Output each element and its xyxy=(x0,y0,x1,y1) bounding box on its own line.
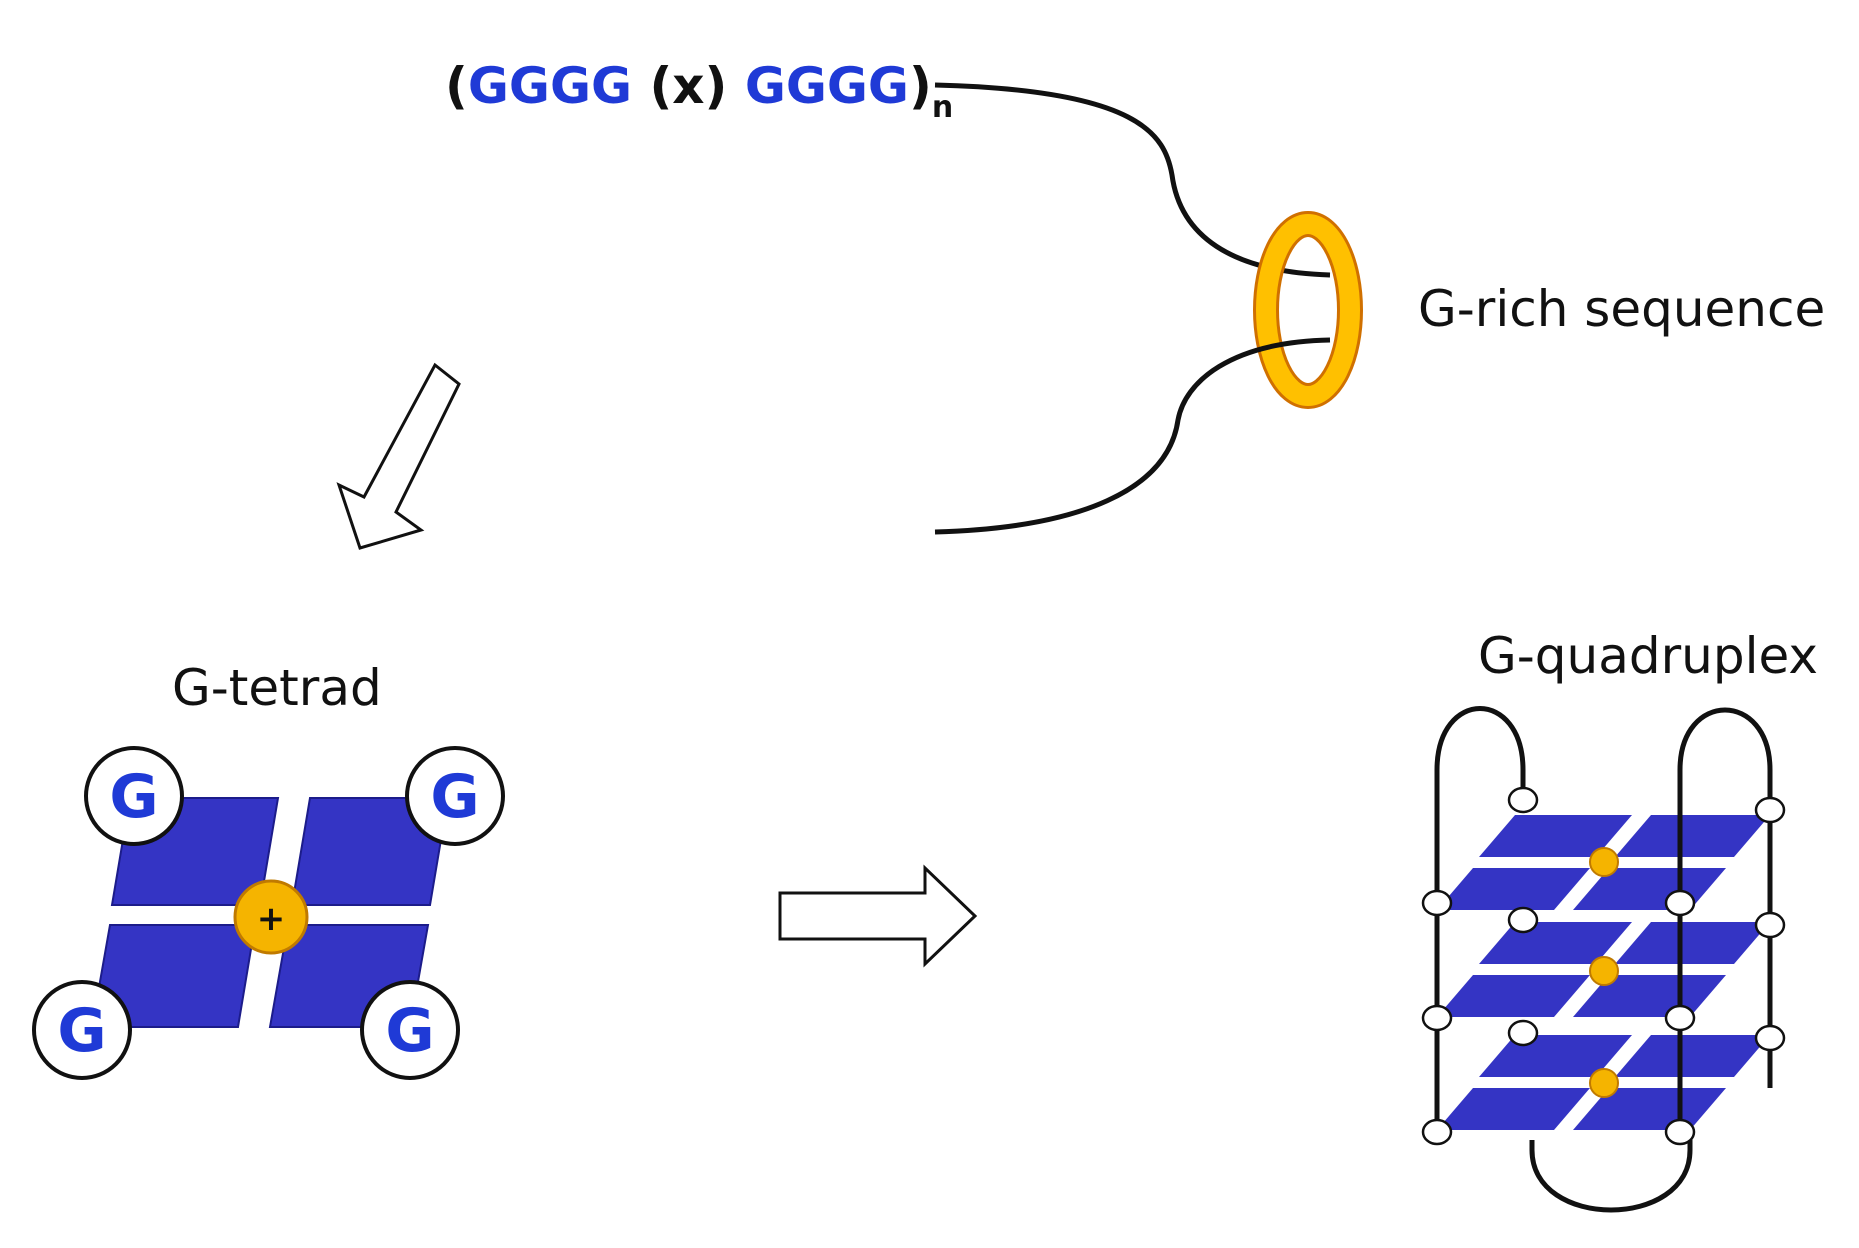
tier-top-plane-back-right xyxy=(1615,815,1770,857)
dna-strand-lower xyxy=(934,337,1331,535)
g-rich-strand-group xyxy=(934,82,1363,535)
diagonal-arrow-icon xyxy=(336,362,461,550)
sequence-formula: (GGGG (x) GGGG)n xyxy=(445,57,953,125)
tier-bottom-plane-front-left xyxy=(1437,1088,1590,1130)
node xyxy=(1754,1024,1786,1052)
backbone-loop-right xyxy=(1677,707,1773,1140)
node xyxy=(1421,889,1453,917)
tier-bottom-cation-icon xyxy=(1589,1068,1619,1098)
tier-bottom-plane-back-right xyxy=(1615,1035,1770,1077)
quadruplex-nodes xyxy=(1421,786,1786,1146)
cation-symbol: + xyxy=(257,899,286,939)
tier-middle-plane-front-left xyxy=(1437,975,1590,1017)
node xyxy=(1421,1118,1453,1146)
sequence-close-paren: ) xyxy=(909,57,932,115)
tier-bottom-plane-front-right xyxy=(1573,1088,1726,1130)
tier-middle-cation-icon xyxy=(1589,956,1619,986)
node xyxy=(1507,906,1539,934)
sequence-g-block-2: GGGG xyxy=(745,57,909,115)
dna-strand-upper xyxy=(934,82,1331,278)
tier-top-cation-icon xyxy=(1589,847,1619,877)
sequence-open-paren: ( xyxy=(445,57,468,115)
guanine-node-bottom-right xyxy=(360,980,460,1080)
tier-top-plane-back-left xyxy=(1479,815,1632,857)
sequence-spacer: (x) xyxy=(632,57,745,115)
node xyxy=(1421,1004,1453,1032)
node xyxy=(1664,889,1696,917)
tier-middle-plane-front-right xyxy=(1573,975,1726,1017)
backbone-loop-left xyxy=(1434,706,1526,1137)
tier-top-plane-front-left xyxy=(1437,868,1590,910)
guanine-letter-bottom-right: G xyxy=(385,996,434,1066)
guanine-letter-bottom-left: G xyxy=(57,996,106,1066)
tier-middle-plane-back-right xyxy=(1615,922,1770,964)
cation-ring-inner xyxy=(1256,214,1360,406)
tier-middle-plane-back-left xyxy=(1479,922,1632,964)
node xyxy=(1507,1019,1539,1047)
label-g-tetrad: G-tetrad xyxy=(172,659,382,717)
label-g-rich-sequence: G-rich sequence xyxy=(1418,280,1825,338)
guanine-node-top-right xyxy=(405,746,505,846)
node xyxy=(1664,1118,1696,1146)
node xyxy=(1754,796,1786,824)
quadruplex-tier-middle xyxy=(1437,922,1770,1017)
node xyxy=(1664,1004,1696,1032)
cation-icon xyxy=(233,879,309,955)
guanine-letter-top-right: G xyxy=(430,762,479,832)
node xyxy=(1754,911,1786,939)
quadruplex-tier-top xyxy=(1437,815,1770,910)
tetrad-plane-top-right xyxy=(290,797,450,906)
backbone-loop-bottom xyxy=(1529,1140,1693,1213)
sequence-subscript: n xyxy=(932,90,953,125)
guanine-node-bottom-left xyxy=(32,980,132,1080)
sequence-g-block-1: GGGG xyxy=(468,57,632,115)
node xyxy=(1507,786,1539,814)
g-quadruplex xyxy=(1421,706,1786,1213)
g-tetrad: + G G G G xyxy=(32,746,505,1080)
right-arrow-icon xyxy=(778,864,978,968)
label-g-quadruplex: G-quadruplex xyxy=(1478,627,1818,685)
guanine-letter-top-left: G xyxy=(109,762,158,832)
quadruplex-tier-bottom xyxy=(1437,1035,1770,1130)
tier-bottom-plane-back-left xyxy=(1479,1035,1632,1077)
guanine-node-top-left xyxy=(84,746,184,846)
